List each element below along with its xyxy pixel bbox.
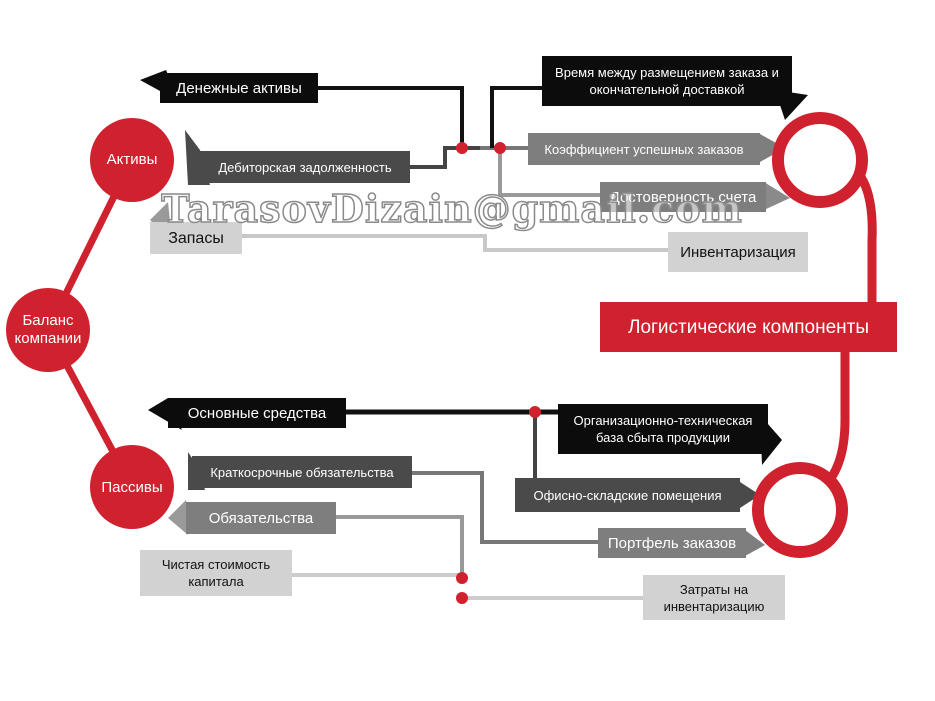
- arrow-dostovernost: [764, 182, 790, 210]
- box-debitorskaya: Дебиторская задолженность: [200, 151, 410, 183]
- box-inventarizatsiya: Инвентаризация: [668, 232, 808, 272]
- box-ofisno-skladskie: Офисно-складские помещения: [515, 478, 740, 512]
- box-osnovnye-sredstva: Основные средства: [168, 398, 346, 428]
- watermark-text: TarasovDizain@gmail.com: [160, 185, 743, 232]
- ring-top: [772, 112, 868, 208]
- line-zapasy: [240, 234, 670, 252]
- box-zapasy: Запасы: [150, 222, 242, 254]
- box-koeff: Коэффициент успешных заказов: [528, 133, 760, 165]
- arrow-koeff: [760, 134, 785, 162]
- junction-dot: [529, 406, 541, 418]
- junction-dot: [456, 592, 468, 604]
- arrow-ofisno: [740, 482, 760, 508]
- junction-dot: [494, 142, 506, 154]
- junction-dot: [456, 572, 468, 584]
- junction-dot: [456, 142, 468, 154]
- box-obyazatelstva: Обязательства: [186, 502, 336, 534]
- node-balans-label: Баланс компании: [14, 312, 82, 347]
- line-denezhnye: [318, 86, 464, 148]
- box-portfel-zakazov: Портфель заказов: [598, 528, 746, 558]
- node-passivy-circle: [90, 445, 174, 529]
- arrow-portfel: [745, 530, 765, 556]
- line-obyazatelstva: [335, 515, 464, 580]
- line-vremya: [490, 86, 545, 148]
- line-dostovernost: [498, 148, 600, 197]
- node-aktivy-circle: [90, 118, 174, 202]
- arrow-obyazatelstva: [168, 500, 188, 535]
- ring-bottom: [752, 462, 848, 558]
- box-vremya: Время между размещением заказа и окончат…: [542, 56, 792, 106]
- box-org-tech-baza: Организационно-техническая база сбыта пр…: [558, 404, 768, 454]
- box-dostovernost: Достоверность счета: [600, 182, 766, 212]
- line-portfel: [410, 471, 600, 544]
- box-chistaya-stoimost: Чистая стоимость капитала: [140, 550, 292, 596]
- node-balans-circle: [6, 288, 90, 372]
- box-denezhnye-aktivy: Денежные активы: [160, 73, 318, 103]
- box-logistic-components: Логистические компоненты: [600, 302, 897, 352]
- line-debitorskaya: [410, 146, 500, 169]
- node-aktivy-label: Активы: [106, 151, 158, 168]
- box-kratkosrochnye: Краткосрочные обязательства: [192, 456, 412, 488]
- node-passivy-label: Пассивы: [101, 479, 163, 496]
- box-zatraty: Затраты на инвентаризацию: [643, 575, 785, 620]
